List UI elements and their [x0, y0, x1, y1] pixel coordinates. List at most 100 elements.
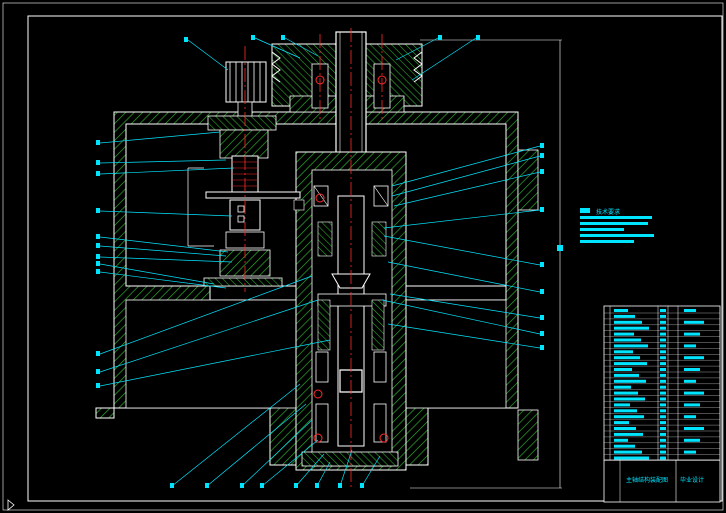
parts-row-material	[684, 344, 696, 348]
parts-row-qty	[660, 397, 666, 401]
parts-row-qty	[660, 391, 666, 395]
leader-line	[339, 449, 353, 487]
parts-row-material	[684, 391, 704, 395]
leader-line	[99, 275, 313, 355]
parts-row-qty	[660, 403, 666, 407]
centerlines	[244, 28, 383, 488]
leader-line	[391, 145, 541, 187]
parts-row-qty	[660, 368, 666, 371]
parts-row-fill	[614, 415, 644, 419]
parts-row-fill	[614, 456, 649, 460]
parts-row-material	[684, 309, 696, 312]
leader-line	[395, 37, 439, 61]
parts-row-qty	[660, 415, 666, 419]
parts-row-fill	[614, 332, 634, 336]
leader-line	[383, 209, 541, 229]
balloon-marker	[315, 483, 319, 488]
dimension-line	[410, 39, 563, 489]
parts-row-material	[684, 403, 700, 407]
parts-row-material	[684, 368, 700, 371]
leader-line	[411, 37, 477, 81]
leader-line	[381, 299, 541, 335]
balloon-marker	[540, 315, 544, 320]
balloon-marker	[96, 269, 100, 274]
balloon-marker	[184, 37, 188, 42]
parts-row-fill	[614, 344, 648, 348]
drawing-title: 主轴结构装配图	[626, 476, 668, 484]
technical-notes: 技术要求	[580, 208, 654, 243]
leader-line	[99, 236, 229, 253]
balloon-marker	[540, 331, 544, 336]
leader-line	[99, 159, 227, 164]
parts-row-qty	[660, 320, 666, 324]
leader-line	[99, 131, 221, 144]
parts-row-fill	[614, 356, 640, 360]
parts-row-fill	[614, 338, 641, 342]
parts-row-material	[684, 320, 704, 324]
parts-row-qty	[660, 409, 666, 413]
parts-row-fill	[614, 385, 631, 389]
parts-row-fill	[614, 362, 647, 366]
notes-heading: 技术要求	[596, 208, 620, 216]
leader-lines	[96, 35, 544, 488]
parts-row-fill	[614, 403, 630, 407]
parts-row-fill	[614, 432, 643, 436]
parts-row-qty	[660, 332, 666, 336]
leader-line	[393, 171, 541, 207]
parts-row-fill	[614, 391, 638, 395]
parts-row-fill	[614, 368, 632, 371]
leader-line	[387, 323, 541, 349]
parts-row-qty	[660, 362, 666, 366]
balloon-marker	[281, 35, 285, 40]
balloon-marker	[540, 153, 544, 158]
inner-frame	[27, 15, 723, 502]
parts-row-qty	[660, 421, 666, 425]
leader-line	[316, 461, 331, 487]
leader-line	[99, 299, 319, 373]
parts-row-qty	[660, 427, 666, 430]
orientation-marker	[7, 499, 15, 511]
parts-row-qty	[660, 444, 666, 448]
parts-row-qty	[660, 456, 666, 460]
parts-row-fill	[614, 450, 642, 454]
balloon-marker	[476, 35, 480, 40]
parts-row-qty	[660, 314, 666, 318]
parts-row-qty	[660, 309, 666, 312]
parts-row-qty	[660, 438, 666, 442]
balloon-marker	[294, 483, 298, 488]
parts-row-qty	[660, 379, 666, 383]
leader-line	[254, 37, 301, 59]
leader-line	[284, 37, 319, 57]
balloon-marker	[96, 369, 100, 374]
leader-line	[383, 235, 541, 266]
parts-row-material	[684, 438, 700, 442]
balloon-marker	[96, 208, 100, 213]
balloon-marker	[96, 160, 100, 165]
parts-row-fill	[614, 397, 645, 401]
balloon-marker	[170, 483, 174, 488]
balloon-marker	[96, 243, 100, 248]
balloon-marker	[240, 483, 244, 488]
parts-row-fill	[614, 373, 639, 377]
leader-line	[187, 39, 229, 71]
parts-row-fill	[614, 427, 636, 430]
parts-row-qty	[660, 385, 666, 389]
parts-row-material	[684, 427, 704, 430]
leader-line	[361, 455, 381, 487]
parts-row-fill	[614, 309, 628, 312]
leader-line	[99, 167, 235, 175]
parts-row-fill	[614, 438, 628, 442]
leader-line	[387, 261, 541, 293]
parts-row-qty	[660, 350, 666, 354]
parts-row-qty	[660, 338, 666, 342]
school-label: 毕业设计	[680, 476, 704, 484]
parts-row-fill	[614, 350, 633, 354]
balloon-marker	[540, 143, 544, 148]
balloon-marker	[96, 351, 100, 356]
leader-line	[206, 403, 307, 487]
balloon-marker	[260, 483, 264, 488]
balloon-marker	[205, 483, 209, 488]
parts-row-fill	[614, 314, 635, 318]
